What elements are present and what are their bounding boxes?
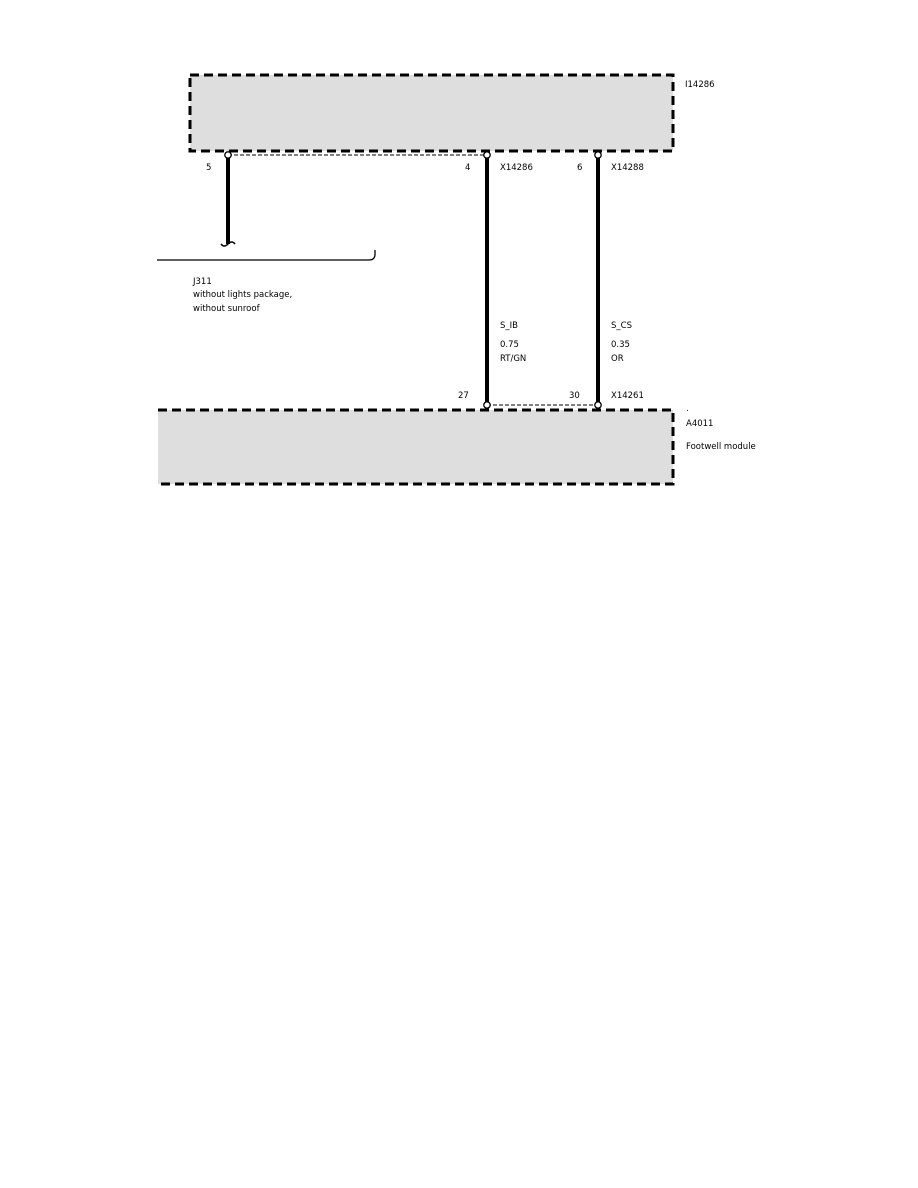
pin-label-30: 30 (569, 391, 580, 401)
splice-id: J311 (192, 277, 212, 287)
connector-label-x14288: X14288 (611, 163, 644, 173)
pin-label-4: 4 (465, 163, 470, 173)
pin-label-5: 5 (206, 163, 211, 173)
wire-color-s-ib: RT/GN (500, 354, 526, 364)
splice-boundary-line (157, 250, 376, 261)
connector-label-x14286: X14286 (500, 163, 533, 173)
wire-size-s-ib: 0.75 (500, 340, 519, 350)
top-module-box (188, 73, 675, 153)
pin-terminal-27 (483, 401, 491, 409)
bottom-module-dot: . (686, 404, 689, 414)
pin-terminal-30 (594, 401, 602, 409)
splice-note-line2: without sunroof (193, 304, 261, 314)
bottom-module-name: Footwell module (686, 442, 756, 452)
wire-size-s-cs: 0.35 (611, 340, 630, 350)
top-module-id: I14286 (685, 80, 715, 90)
splice-note-line1: without lights package, (193, 290, 292, 300)
pin-label-6: 6 (577, 163, 582, 173)
pin-terminal-4 (483, 151, 491, 159)
pin-terminal-6 (594, 151, 602, 159)
bottom-module-id: A4011 (686, 419, 713, 429)
bottom-module-fill (158, 410, 673, 484)
pin-terminal-5 (224, 151, 232, 159)
wire-signal-s-ib: S_IB (500, 321, 518, 331)
connector-label-x14261: X14261 (611, 391, 644, 401)
pin-label-27: 27 (458, 391, 469, 401)
wire-break-icon (220, 241, 236, 247)
bottom-module-border (158, 408, 675, 486)
wire-signal-s-cs: S_CS (611, 321, 632, 331)
wire-color-s-cs: OR (611, 354, 624, 364)
